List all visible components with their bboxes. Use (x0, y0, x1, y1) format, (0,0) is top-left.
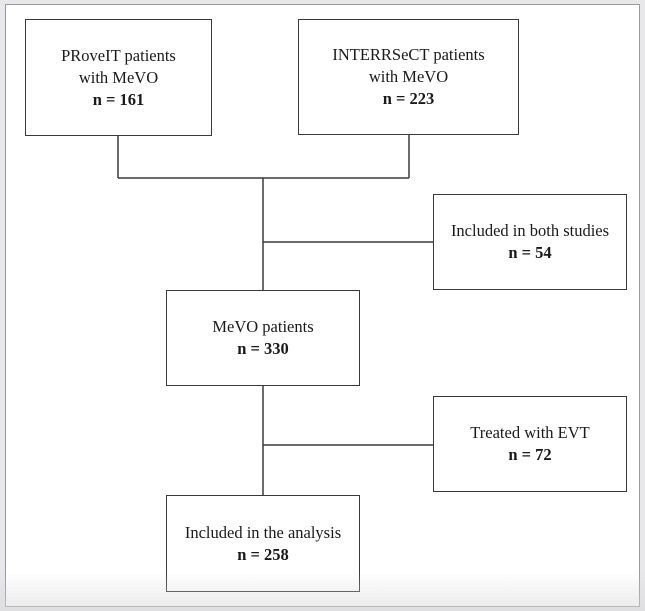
treated-evt-box: Treated with EVT n = 72 (433, 396, 627, 492)
interrsect-count: n = 223 (382, 89, 435, 108)
interrsect-title-line1: INTERRSeCT patients (332, 45, 485, 64)
analysis-box: Included in the analysis n = 258 (166, 495, 360, 592)
both-studies-count: n = 54 (508, 243, 552, 262)
treated-evt-count: n = 72 (508, 445, 552, 464)
interrsect-box: INTERRSeCT patients with MeVO n = 223 (298, 19, 519, 135)
interrsect-title-line2: with MeVO (368, 67, 449, 86)
proveit-box: PRoveIT patients with MeVO n = 161 (25, 19, 212, 136)
proveit-title-line1: PRoveIT patients (61, 45, 176, 65)
treated-evt-title: Treated with EVT (470, 423, 590, 442)
analysis-count: n = 258 (237, 544, 289, 564)
mevo-patients-count: n = 330 (237, 339, 289, 358)
mevo-patients-title: MeVO patients (212, 317, 314, 336)
proveit-title-line2: with MeVO (78, 67, 159, 87)
mevo-patients-box: MeVO patients n = 330 (166, 290, 360, 386)
analysis-title: Included in the analysis (184, 522, 342, 542)
both-studies-title: Included in both studies (450, 221, 610, 240)
both-studies-box: Included in both studies n = 54 (433, 194, 627, 290)
proveit-count: n = 161 (92, 89, 145, 109)
